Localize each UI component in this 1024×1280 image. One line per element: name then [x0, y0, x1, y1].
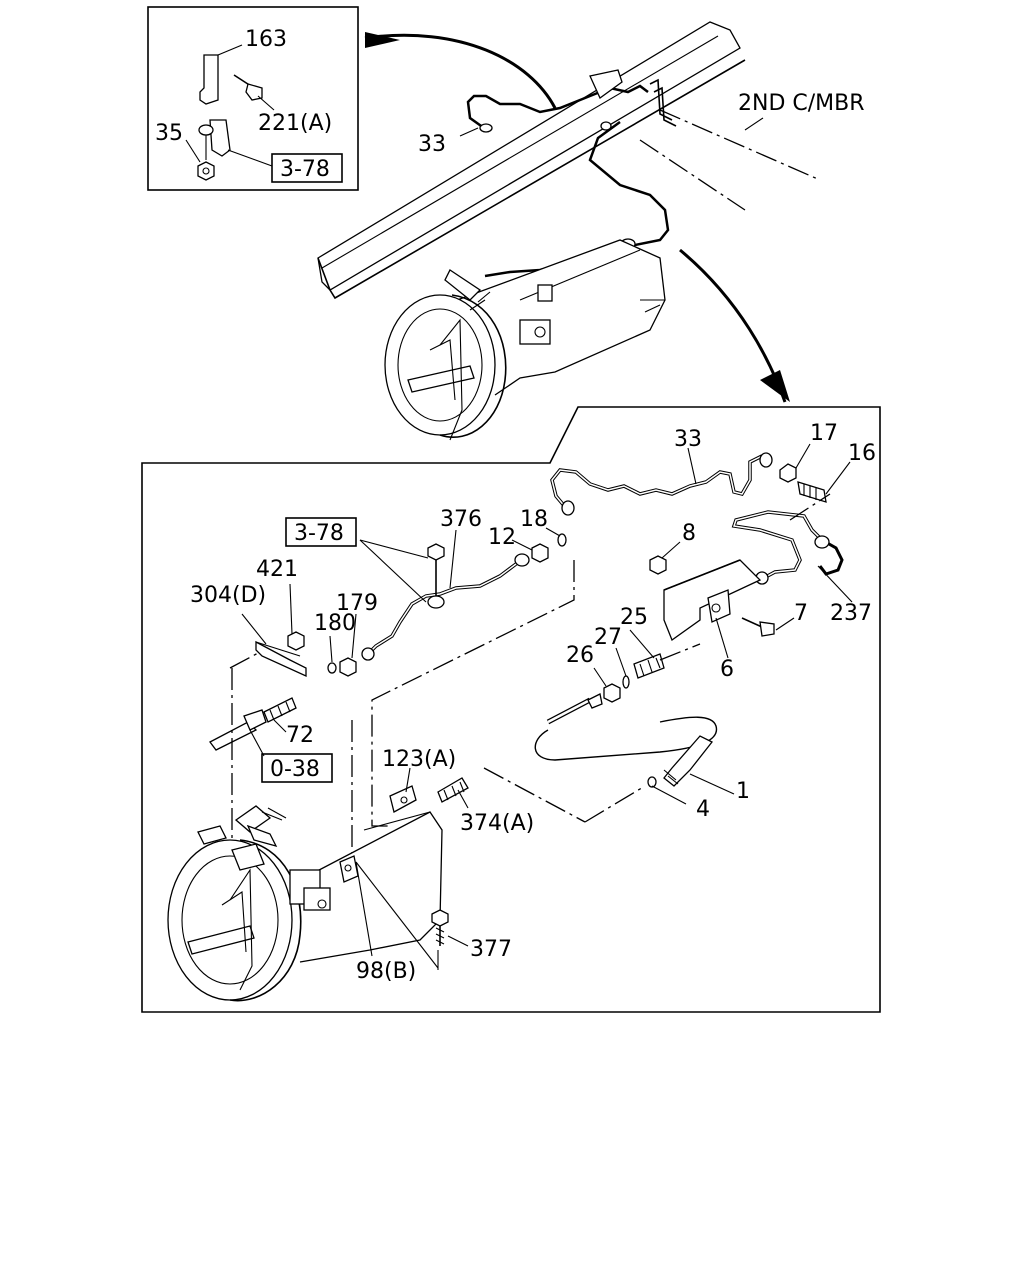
- ref-box-0-38: [261, 753, 333, 783]
- bolt-377-icon: [431, 909, 469, 947]
- label-7: 7: [794, 601, 808, 626]
- label-6: 6: [720, 657, 734, 682]
- label-376: 376: [440, 507, 482, 532]
- label-180: 180: [314, 611, 356, 636]
- label-8: 8: [682, 521, 696, 546]
- hose-1: [534, 693, 735, 823]
- label-27: 27: [594, 625, 622, 650]
- connector-374a-icon: [437, 777, 469, 809]
- label-421: 421: [256, 557, 298, 582]
- label-163: 163: [245, 27, 287, 52]
- inset-panel: 163 221(A) 35 3-78: [147, 6, 359, 191]
- label-4: 4: [696, 797, 710, 822]
- washer-27-icon: [615, 647, 630, 689]
- label-35: 35: [155, 121, 183, 146]
- pipe-237: [731, 493, 853, 603]
- label-98b: 98(B): [356, 959, 416, 984]
- label-2nd-crossmember: 2ND C/MBR: [738, 91, 865, 116]
- ref-label-0-38: 0-38: [270, 757, 320, 782]
- label-17: 17: [810, 421, 838, 446]
- nut-12-icon: [511, 539, 549, 563]
- label-16: 16: [848, 441, 876, 466]
- ref-label-3-78-detail: 3-78: [294, 521, 344, 546]
- label-18: 18: [520, 507, 548, 532]
- nut-8-icon: [649, 541, 681, 575]
- label-12: 12: [488, 525, 516, 550]
- bolt-16-icon: [797, 461, 851, 503]
- pipe-376: [359, 529, 530, 661]
- bolt-7-icon: [741, 617, 795, 637]
- label-123a: 123(A): [382, 747, 456, 772]
- washer-180-icon: [327, 635, 337, 674]
- nut-421-icon: [287, 583, 305, 651]
- label-26: 26: [566, 643, 594, 668]
- bracket-6: [663, 559, 762, 659]
- label-221a: 221(A): [258, 111, 332, 136]
- connector-72-icon: [209, 697, 297, 757]
- ref-box-3-78-detail: [285, 517, 357, 547]
- label-33-overview: 33: [418, 132, 446, 157]
- label-33-detail: 33: [674, 427, 702, 452]
- label-374a: 374(A): [460, 811, 534, 836]
- label-237: 237: [830, 601, 872, 626]
- transmission-detail: [167, 805, 443, 1002]
- connector-25-icon: [629, 629, 701, 679]
- label-179: 179: [336, 591, 378, 616]
- nut-26-icon: [593, 667, 621, 703]
- washer-18-icon: [545, 527, 567, 547]
- nut-17-icon: [779, 443, 811, 483]
- label-304d: 304(D): [190, 583, 266, 608]
- bracket-304d: [229, 613, 307, 678]
- label-25: 25: [620, 605, 648, 630]
- label-1: 1: [736, 779, 750, 804]
- nut-179-icon: [339, 613, 357, 677]
- bracket-123a: [389, 767, 417, 813]
- ref-label-3-78-inset: 3-78: [280, 157, 330, 182]
- ref-box-3-78-inset: [271, 153, 343, 183]
- overview-assembly: [317, 21, 821, 441]
- nut-35-icon: [197, 161, 215, 181]
- label-72: 72: [286, 723, 314, 748]
- label-377: 377: [470, 937, 512, 962]
- detail-panel-border: [141, 406, 881, 1013]
- pipe-33: [550, 447, 773, 516]
